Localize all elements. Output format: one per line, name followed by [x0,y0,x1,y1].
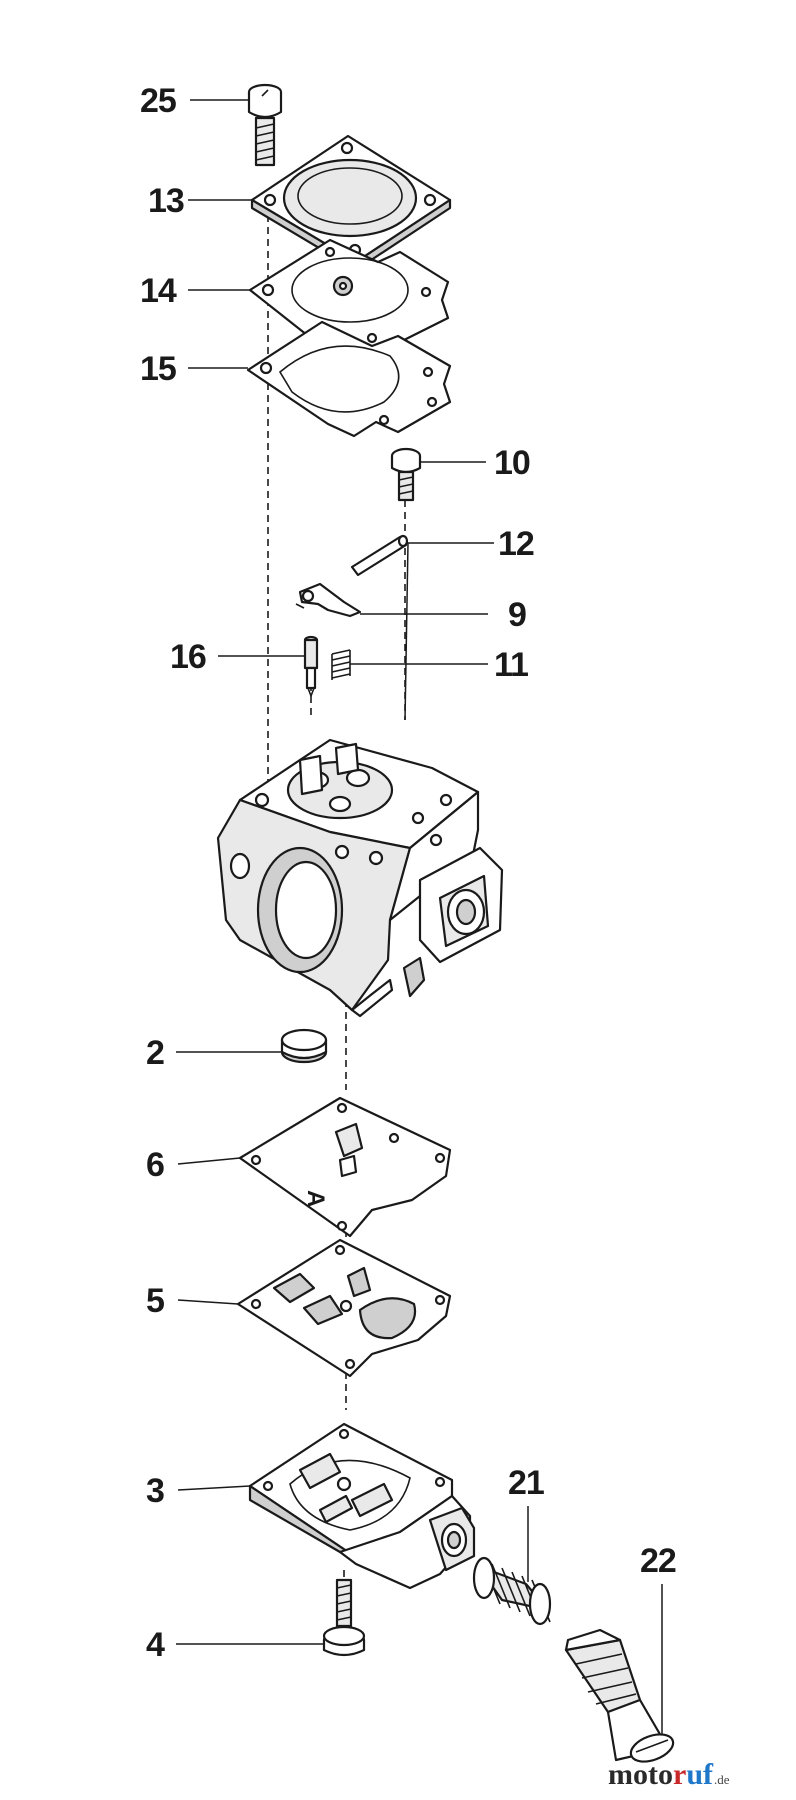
leader-12 [404,542,494,721]
brand-suffix: .de [714,1772,730,1787]
callout-21: 21 [508,1464,545,1502]
part-10-screw [390,447,422,502]
leader-6 [177,1157,241,1165]
callout-13: 13 [148,182,185,220]
part-12-pin [350,534,409,577]
callout-16: 16 [170,638,207,676]
part-6-metering-diaphragm: A [238,1096,452,1238]
part-2-cap [280,1028,328,1064]
part-21-spring [472,1556,552,1626]
part-9-lever [295,582,362,618]
carburetor-body [216,738,504,1018]
callout-6: 6 [146,1146,165,1184]
part-22-adjusting-screw [564,1628,675,1763]
callout-10: 10 [494,444,531,482]
callout-11: 11 [494,646,529,684]
callout-22: 22 [640,1542,677,1580]
leader-5 [177,1299,239,1305]
callout-5: 5 [146,1282,165,1320]
brand-part-1: moto [608,1758,673,1791]
diaphragm-marking: A [302,1190,329,1207]
callout-2: 2 [146,1034,165,1072]
callout-3: 3 [146,1472,165,1510]
part-11-spring [331,649,351,680]
part-13-cover [250,134,452,272]
callout-15: 15 [140,350,177,388]
brand-part-2: r [672,1758,687,1791]
callout-9: 9 [508,596,527,634]
brand-part-3: uf [686,1758,713,1791]
leader-3 [177,1485,251,1491]
callout-4: 4 [146,1626,165,1664]
part-4-screw [322,1578,366,1657]
part-15-gasket [246,320,452,438]
brand-logo: motoruf.de [608,1758,730,1792]
part-5-gasket [236,1238,452,1378]
part-3-metering-cover [248,1422,476,1590]
leader-lines [176,99,663,1734]
callout-25: 25 [140,82,177,120]
part-16-needle [303,635,319,699]
callout-12: 12 [498,525,535,563]
part-25-screw [247,83,283,167]
callout-14: 14 [140,272,177,310]
